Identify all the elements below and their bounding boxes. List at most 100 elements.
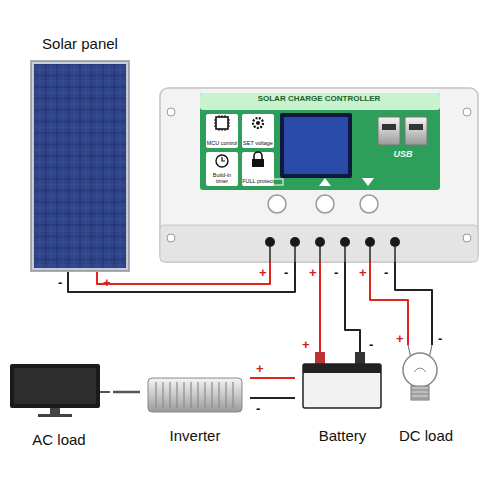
mcu-icon <box>214 115 230 131</box>
gear-icon <box>253 118 263 128</box>
battery-body <box>303 364 381 373</box>
solar-panel <box>31 61 129 271</box>
inverter-fin <box>211 382 212 408</box>
controller-housing <box>200 93 440 110</box>
polarity-sign: + <box>259 266 267 279</box>
lcd-screen <box>280 113 352 178</box>
light-bulb <box>411 390 429 398</box>
icon-tiles <box>206 152 238 186</box>
icon-tiles <box>242 114 274 148</box>
icon-tiles <box>206 114 238 148</box>
inverter-body <box>148 378 242 412</box>
node-label: FULL protect <box>242 178 274 184</box>
light-bulb <box>414 368 426 372</box>
terminal-screws <box>265 237 400 247</box>
polarity-sign: - <box>256 402 260 415</box>
panel-node: Solar panel <box>22 36 138 272</box>
solar-panel <box>34 64 126 268</box>
controller-housing <box>167 234 175 242</box>
usb-ports <box>409 124 423 130</box>
polarity-sign: + <box>396 332 404 345</box>
feature-tile: FULL protect <box>240 152 276 186</box>
polarity-sign: + <box>359 266 367 279</box>
node-label: SET voltage <box>243 140 273 146</box>
lcd-screen <box>284 117 348 174</box>
polarity-sign: + <box>256 362 264 375</box>
inverter-body <box>156 382 233 408</box>
terminal-screws <box>315 237 325 247</box>
wire <box>113 391 140 394</box>
wire <box>97 262 270 284</box>
battery-node: Battery <box>295 352 390 444</box>
inverter-body <box>148 378 242 412</box>
controller-node: SOLAR CHARGE CONTROLLERMCU controlSET vo… <box>160 88 478 262</box>
inverter-fin <box>176 382 177 408</box>
feature-tile: Build-in timer <box>204 152 240 186</box>
icon-tiles <box>242 152 274 186</box>
inverter-fin <box>225 382 226 408</box>
node-label: AC load <box>32 432 85 449</box>
lcd-screen <box>280 113 352 178</box>
controller-housing <box>160 225 478 262</box>
light-bulb <box>403 345 437 400</box>
icon-tiles <box>206 114 274 186</box>
inverter-fin <box>218 382 219 408</box>
node-label: DC load <box>399 428 453 445</box>
wire <box>345 262 360 352</box>
button-glyphs <box>270 178 374 186</box>
node-label: Inverter <box>170 428 221 445</box>
inverter-fin <box>155 382 156 408</box>
battery-body <box>355 352 365 365</box>
terminal-screws <box>390 237 400 247</box>
controller-housing <box>160 88 478 262</box>
battery-body <box>315 352 325 365</box>
terminal-screws <box>340 237 350 247</box>
controller-housing <box>160 88 478 262</box>
usb-ports <box>382 124 396 130</box>
inverter-fin <box>197 382 198 408</box>
monitor <box>100 391 110 393</box>
ac-load-node: AC load <box>5 360 113 448</box>
node-label: Battery <box>319 428 367 445</box>
battery-body <box>303 364 381 408</box>
feature-tile: SET voltage <box>240 114 276 148</box>
terminal-screws <box>365 237 375 247</box>
gear-icon <box>253 118 263 128</box>
push-buttons <box>268 195 286 213</box>
usb-ports <box>378 117 427 145</box>
controller-housing <box>463 108 471 116</box>
wire <box>395 262 432 345</box>
battery-body <box>303 352 381 408</box>
usb-ports <box>378 117 400 145</box>
terminal-leads <box>270 247 395 262</box>
monitor <box>38 414 72 417</box>
polarity-sign: + <box>302 338 310 351</box>
terminal-leads <box>270 247 295 262</box>
lock-icon <box>252 152 264 167</box>
polarity-sign: - <box>58 276 62 289</box>
polarity-sign: + <box>103 276 111 289</box>
node-label: Solar panel <box>42 36 118 53</box>
push-buttons <box>268 195 378 213</box>
usb-ports <box>405 117 427 145</box>
push-buttons <box>316 195 334 213</box>
wire <box>68 262 295 292</box>
monitor <box>10 364 110 417</box>
lock-icon <box>254 152 262 159</box>
monitor <box>14 368 96 404</box>
clock-icon <box>222 157 225 161</box>
inverter-fin <box>190 382 191 408</box>
polarity-sign: + <box>309 266 317 279</box>
monitor <box>10 364 100 408</box>
clock-icon <box>216 155 228 167</box>
controller-housing <box>167 108 175 116</box>
feature-tile: MCU control <box>204 114 240 148</box>
polarity-sign: - <box>384 266 388 279</box>
terminal-leads <box>320 247 395 262</box>
button-glyphs <box>362 178 374 186</box>
polarity-sign: - <box>334 266 338 279</box>
